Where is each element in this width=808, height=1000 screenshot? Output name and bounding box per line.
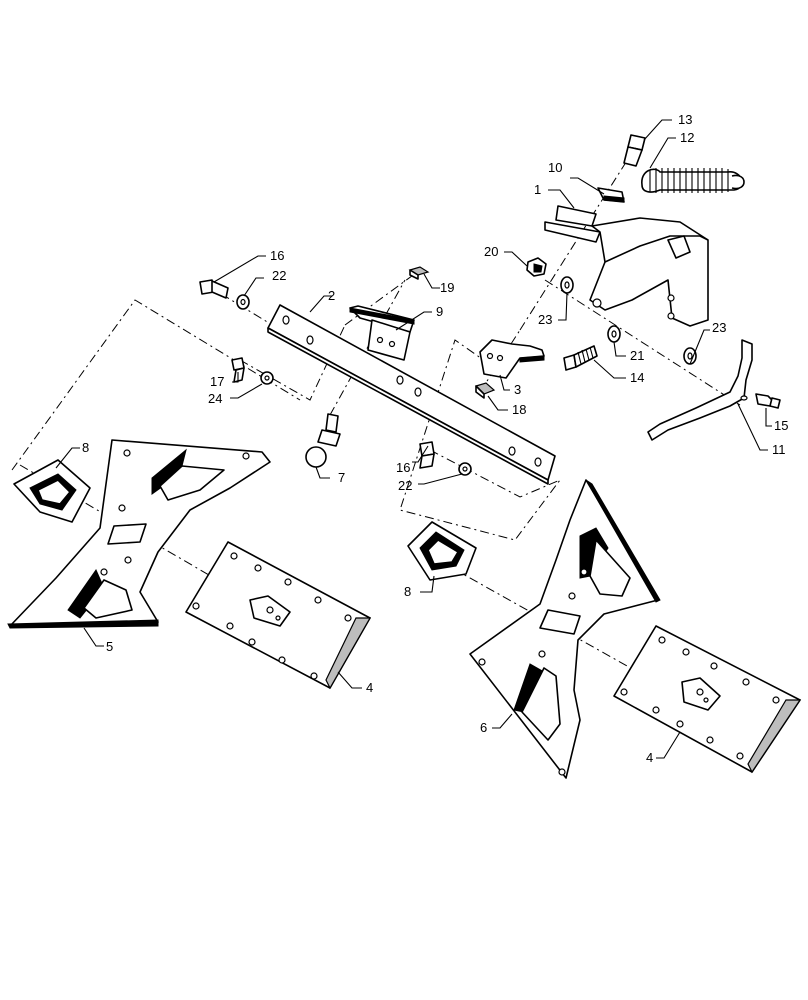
shovel-frame-6 (469, 479, 661, 779)
callout-17: 17 (210, 374, 224, 389)
callout-16-upper: 16 (270, 248, 284, 263)
bolt-15 (755, 393, 781, 409)
callout-16-lower: 16 (396, 460, 410, 475)
bracket-3 (479, 339, 545, 379)
washer-22-upper (236, 294, 250, 310)
leader-lines (55, 119, 772, 759)
plate-9 (349, 305, 415, 361)
callout-24: 24 (208, 391, 222, 406)
callout-11: 11 (772, 442, 786, 457)
callout-15: 15 (774, 418, 788, 433)
callout-14: 14 (630, 370, 644, 385)
callout-3: 3 (514, 382, 521, 397)
fitting-7 (305, 413, 341, 468)
callout-9: 9 (436, 304, 443, 319)
bolt-13 (623, 134, 646, 167)
callout-5: 5 (106, 639, 113, 654)
callout-8-right: 8 (404, 584, 411, 599)
bolt-14 (563, 345, 598, 371)
callout-23-upper: 23 (538, 312, 552, 327)
washer-23-lower (683, 347, 697, 365)
nut-18 (474, 382, 496, 399)
callout-6: 6 (480, 720, 487, 735)
callout-21: 21 (630, 348, 644, 363)
nut-19 (408, 266, 430, 280)
bar-2 (267, 304, 556, 485)
wear-plate-4-left (185, 541, 372, 690)
shovel-frame-5 (7, 439, 271, 629)
callout-20: 20 (484, 244, 498, 259)
bracket-10 (597, 187, 625, 203)
callout-22-upper: 22 (272, 268, 286, 283)
callout-labels: 13 12 10 1 20 23 21 14 23 15 11 3 18 19 … (82, 112, 788, 765)
callout-7: 7 (338, 470, 345, 485)
bolt-17 (231, 357, 245, 383)
shoe-8-left (13, 459, 91, 523)
bolt-16-upper (199, 279, 229, 299)
callout-19: 19 (440, 280, 454, 295)
callout-8-left: 8 (82, 440, 89, 455)
nut-20 (526, 257, 547, 277)
callout-13: 13 (678, 112, 692, 127)
callout-10: 10 (548, 160, 562, 175)
washer-24 (260, 371, 274, 385)
main-bracket-1 (544, 205, 709, 327)
callout-12: 12 (680, 130, 694, 145)
arm-11 (647, 339, 753, 441)
washer-21 (607, 325, 621, 343)
shoe-8-right (407, 521, 477, 581)
callout-4-right: 4 (646, 750, 653, 765)
wear-plate-4-right (613, 625, 802, 774)
washer-23-upper (560, 276, 574, 294)
callout-23-lower: 23 (712, 320, 726, 335)
callout-22-lower: 22 (398, 478, 412, 493)
callout-4-left: 4 (366, 680, 373, 695)
spring-12 (641, 168, 745, 193)
callout-1: 1 (534, 182, 541, 197)
callout-18: 18 (512, 402, 526, 417)
callout-2: 2 (328, 288, 335, 303)
washer-22-lower (458, 462, 472, 476)
